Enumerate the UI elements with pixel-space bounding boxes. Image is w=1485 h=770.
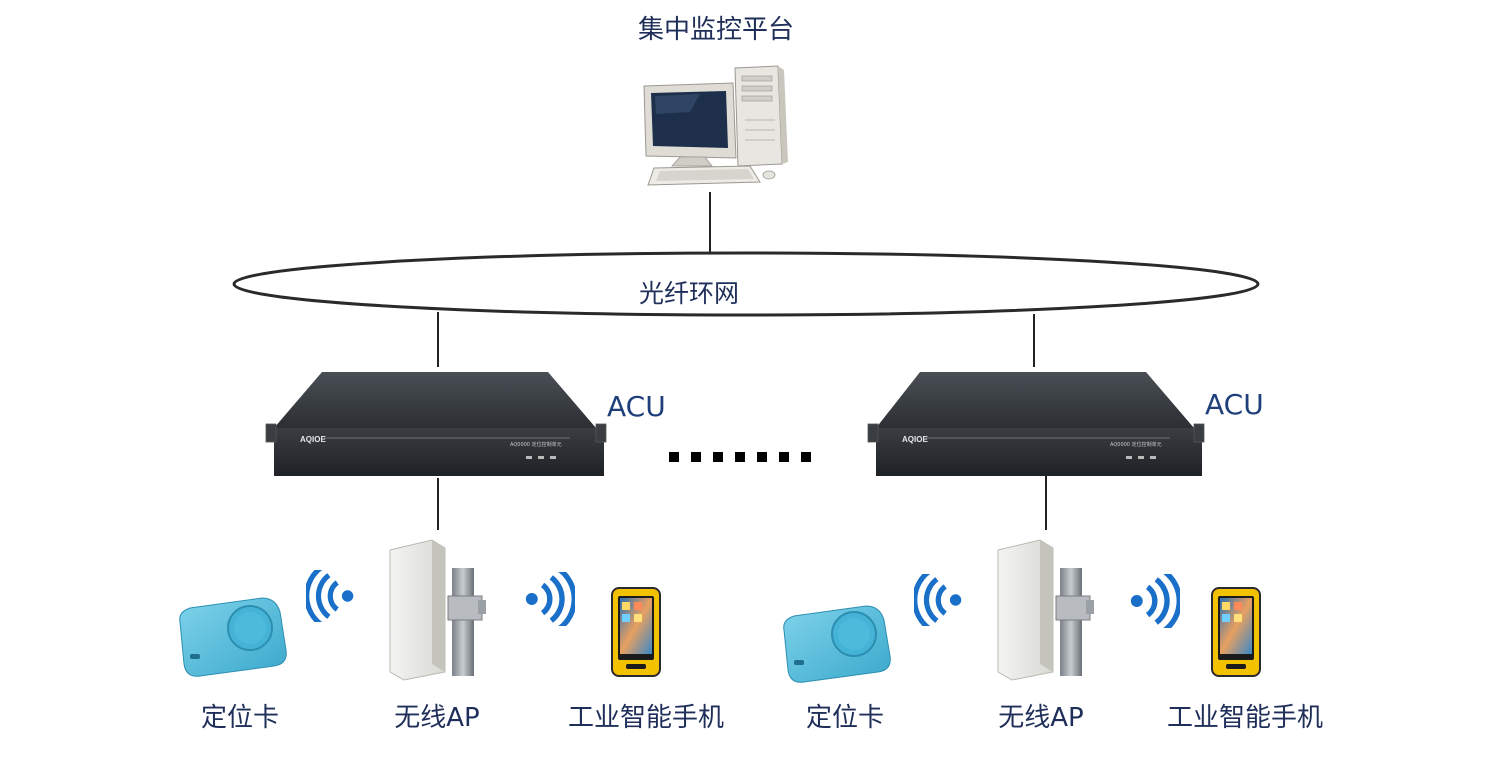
acu-label-1: ACU	[607, 390, 666, 423]
phone-label-1: 工业智能手机	[567, 703, 725, 733]
card-label-1: 定位卡	[200, 703, 280, 733]
ap-label-1: 无线AP	[394, 703, 480, 733]
acu-brand-1: AQIOE	[300, 435, 326, 444]
platform-label: 集中监控平台	[637, 15, 795, 45]
location-card-icon-2	[783, 605, 891, 683]
acu-device-1: AQIOE AQ0000 定位控制单元	[265, 372, 607, 476]
industrial-phone-icon-1	[611, 587, 661, 677]
acu-model-1: AQ0000 定位控制单元	[510, 441, 562, 448]
wireless-signal-icon-1b	[526, 570, 574, 628]
ap-label-2: 无线AP	[998, 703, 1084, 733]
wireless-ap-icon-1	[389, 539, 486, 681]
location-card-icon-1	[179, 597, 287, 677]
wireless-signal-icon-2b	[1131, 572, 1179, 630]
acu-device-2: AQIOE AQ0000 定位控制单元	[867, 372, 1205, 476]
card-label-2: 定位卡	[805, 703, 885, 733]
phone-label-2: 工业智能手机	[1166, 703, 1324, 733]
ring-label: 光纤环网	[638, 279, 740, 308]
acu-brand-2: AQIOE	[902, 435, 928, 444]
fiber-ring	[232, 251, 1260, 317]
acu-model-2: AQ0000 定位控制单元	[1110, 441, 1162, 448]
industrial-phone-icon-2	[1211, 587, 1261, 677]
wireless-signal-icon-1a	[307, 568, 353, 624]
wireless-signal-icon-2a	[915, 572, 961, 628]
computer-icon	[643, 65, 788, 186]
more-units-ellipsis	[669, 452, 811, 462]
acu-label-2: ACU	[1205, 388, 1264, 421]
wireless-ap-icon-2	[997, 539, 1094, 681]
